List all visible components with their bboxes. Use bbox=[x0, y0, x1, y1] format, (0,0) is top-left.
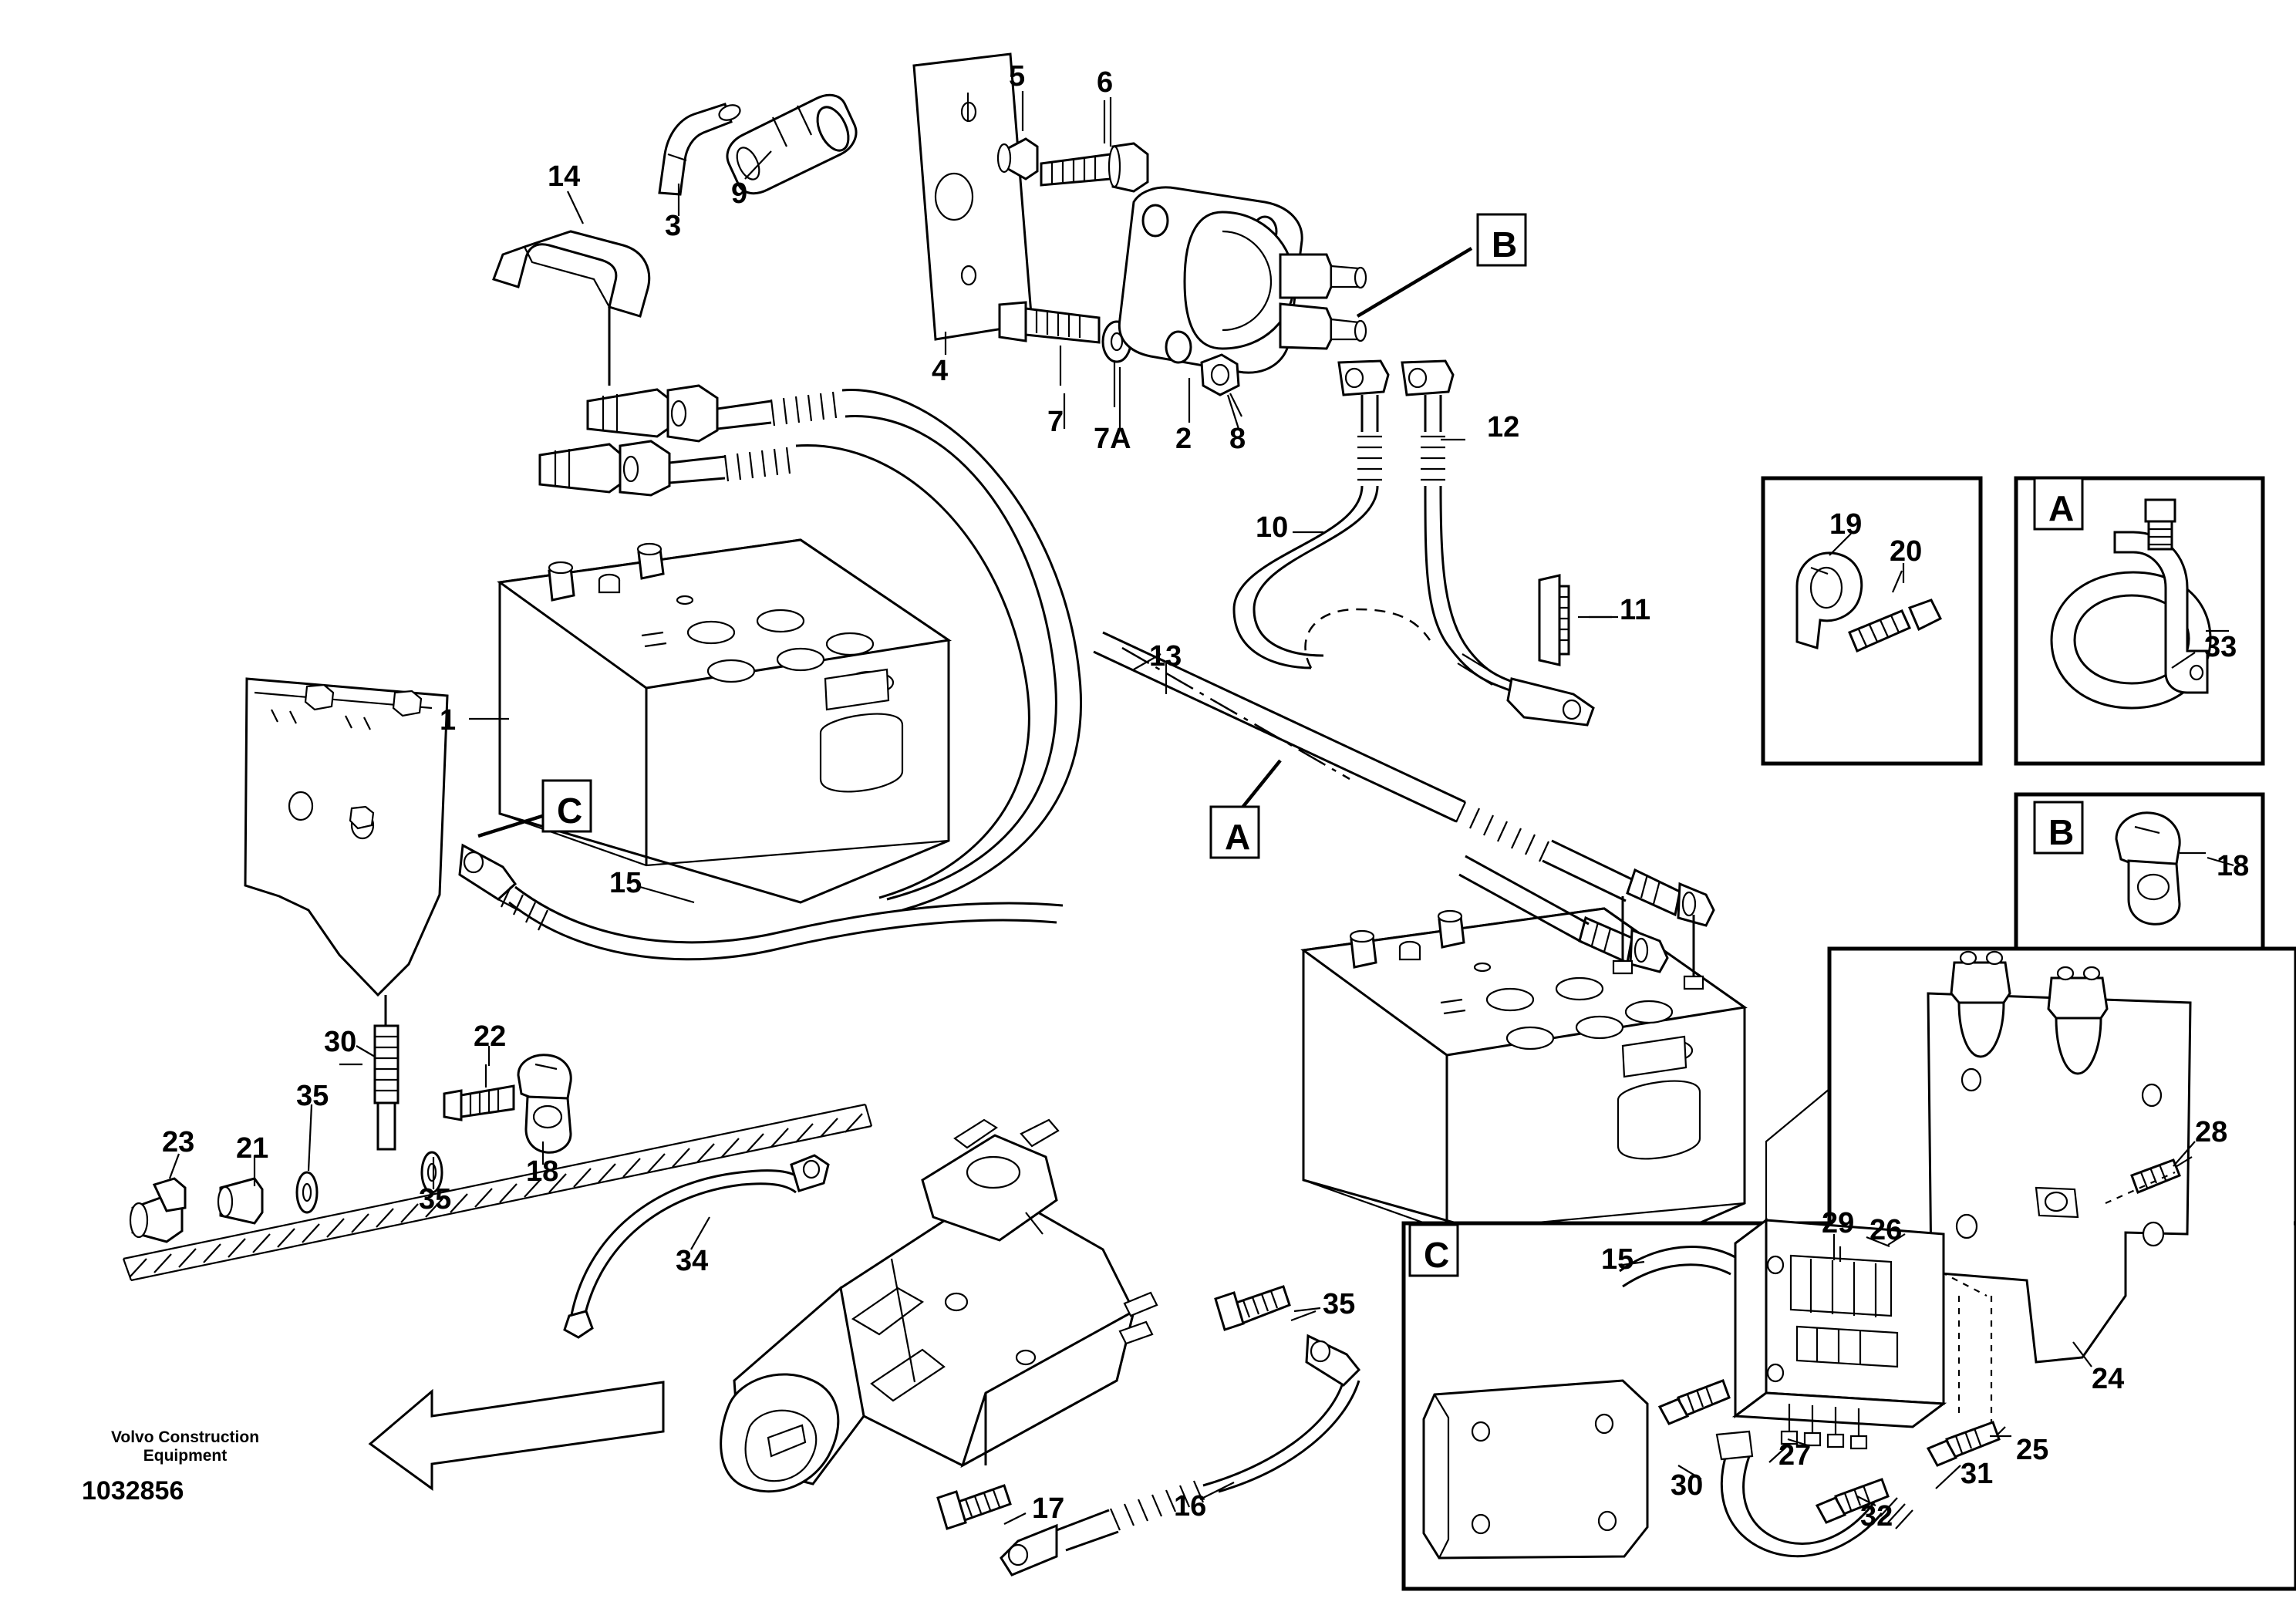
callout-10: 10 bbox=[1256, 511, 1289, 544]
part-left-mounting-plate bbox=[244, 677, 449, 1151]
callout-3: 3 bbox=[665, 210, 682, 242]
callout-35-c: 35 bbox=[1323, 1288, 1356, 1320]
callout-14: 14 bbox=[548, 160, 581, 193]
part-2-solenoid bbox=[1118, 186, 1367, 374]
part-battery-lower bbox=[1300, 907, 1748, 1266]
callout-24: 24 bbox=[2092, 1363, 2125, 1395]
part-7-bolt bbox=[998, 301, 1101, 386]
title-block: Volvo Construction Equipment 1032856 bbox=[82, 1428, 285, 1506]
section-marker-boxes bbox=[541, 213, 2084, 1277]
callout-18-detail: 18 bbox=[2217, 850, 2250, 882]
callout-19: 19 bbox=[1829, 508, 1863, 541]
callout-17: 17 bbox=[1032, 1492, 1065, 1525]
callout-5: 5 bbox=[1009, 60, 1026, 93]
callout-26: 26 bbox=[1870, 1214, 1903, 1246]
callout-leader-lines bbox=[168, 91, 2234, 1506]
detail-panel-A-33 bbox=[2014, 476, 2265, 766]
section-marker-A-detail: A bbox=[2048, 488, 2075, 528]
part-starter-motor bbox=[720, 1118, 1158, 1493]
part-10-12-battery-cables bbox=[1232, 359, 1525, 693]
detail-panel-B-18 bbox=[2014, 792, 2265, 951]
part-34-cable bbox=[563, 1154, 830, 1339]
callout-18-left: 18 bbox=[526, 1155, 559, 1188]
callout-23: 23 bbox=[162, 1126, 195, 1158]
callout-16: 16 bbox=[1174, 1490, 1207, 1523]
part-10-terminal-end bbox=[1457, 653, 1595, 727]
part-15-cable bbox=[458, 843, 1064, 961]
brand-line-2: Equipment bbox=[143, 1447, 228, 1465]
callout-25: 25 bbox=[2016, 1434, 2049, 1466]
callout-30-panel: 30 bbox=[1671, 1469, 1704, 1502]
callout-28: 28 bbox=[2195, 1116, 2228, 1148]
drawing-number: 1032856 bbox=[82, 1476, 184, 1506]
callout-1: 1 bbox=[440, 704, 457, 737]
callout-11: 11 bbox=[1620, 594, 1651, 626]
callout-8: 8 bbox=[1229, 423, 1246, 455]
section-marker-C-main: C bbox=[557, 791, 583, 831]
callout-30-left: 30 bbox=[324, 1026, 357, 1058]
callout-34: 34 bbox=[676, 1245, 709, 1277]
callout-29: 29 bbox=[1822, 1207, 1855, 1239]
section-marker-C-detail: C bbox=[1424, 1235, 1450, 1275]
part-3-bracket bbox=[658, 103, 741, 196]
section-marker-A-main: A bbox=[1225, 817, 1251, 857]
callout-4: 4 bbox=[932, 355, 949, 387]
brand-line-1: Volvo Construction bbox=[110, 1428, 260, 1446]
callout-9: 9 bbox=[731, 177, 748, 210]
part-13-long-cables bbox=[538, 384, 1350, 912]
parts-23-21-35-22-18-row bbox=[122, 1054, 873, 1282]
section-marker-B-detail: B bbox=[2048, 812, 2075, 852]
callout-20: 20 bbox=[1890, 535, 1923, 568]
callout-7A: 7A bbox=[1094, 423, 1131, 455]
callout-6: 6 bbox=[1097, 66, 1114, 99]
callout-22: 22 bbox=[474, 1020, 507, 1053]
detail-panel-C-relay bbox=[1401, 946, 2296, 1591]
callout-2: 2 bbox=[1175, 423, 1192, 455]
part-14-terminal-cover bbox=[492, 230, 651, 386]
callout-35-b: 35 bbox=[419, 1183, 452, 1216]
part-5-bolt bbox=[966, 93, 1039, 180]
callout-33: 33 bbox=[2204, 631, 2237, 663]
callout-21: 21 bbox=[236, 1132, 269, 1165]
callout-7: 7 bbox=[1047, 406, 1064, 438]
callout-35-a: 35 bbox=[296, 1080, 329, 1112]
callout-32: 32 bbox=[1860, 1500, 1893, 1533]
part-11-bolt bbox=[1538, 574, 1612, 666]
callout-13: 13 bbox=[1149, 640, 1182, 673]
direction-arrow bbox=[368, 1381, 665, 1491]
callout-27: 27 bbox=[1778, 1439, 1812, 1472]
section-marker-B-main: B bbox=[1492, 224, 1518, 265]
part-8-nut bbox=[1200, 353, 1242, 417]
part-35-bolt-right bbox=[1214, 1285, 1317, 1331]
callout-15-panel: 15 bbox=[1601, 1243, 1634, 1276]
callout-15: 15 bbox=[609, 867, 642, 899]
part-harness-right bbox=[1093, 631, 1715, 990]
part-16-cable bbox=[936, 1334, 1361, 1576]
callout-31: 31 bbox=[1961, 1458, 1994, 1490]
part-9-sleeve bbox=[726, 93, 858, 195]
part-1-battery-upper bbox=[497, 538, 952, 904]
detail-panel-19-20 bbox=[1761, 476, 1983, 766]
part-6-bolt bbox=[1040, 100, 1149, 193]
part-4-mounting-plate bbox=[912, 52, 1033, 341]
callout-12: 12 bbox=[1487, 411, 1520, 443]
